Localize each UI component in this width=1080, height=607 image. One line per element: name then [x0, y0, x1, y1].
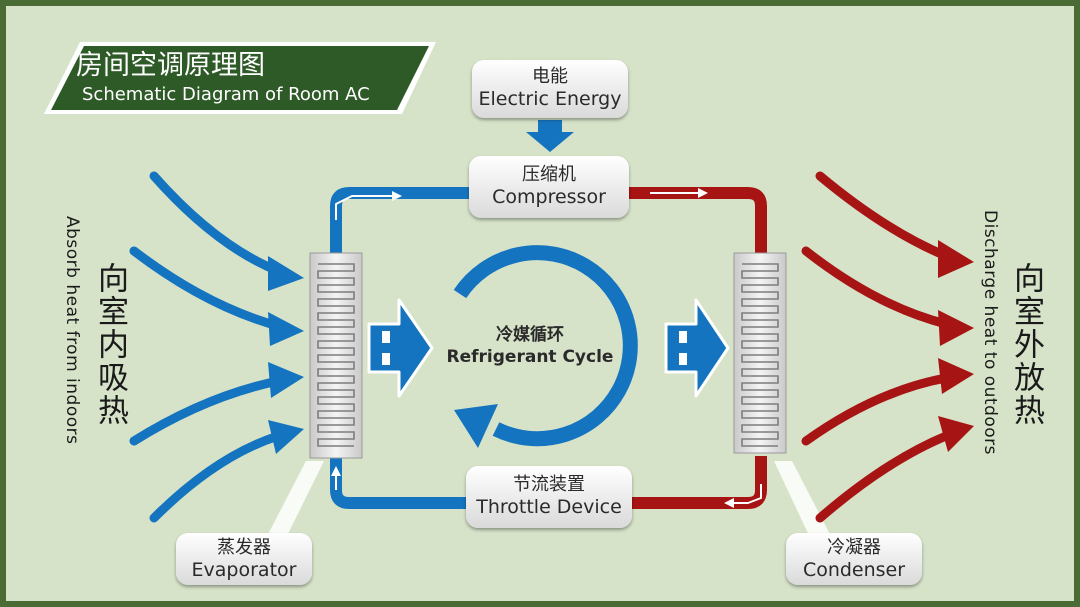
condenser-box: 冷凝器 Condenser [786, 533, 922, 585]
indoor-arrow-3 [129, 376, 283, 446]
indoor-label-cn: 向室内吸热 [92, 262, 128, 427]
outdoor-heat-arrows [801, 171, 951, 523]
indoor-heat-arrows [129, 171, 283, 523]
condenser-label-en: Condenser [802, 559, 906, 581]
evaporator-label-en: Evaporator [191, 559, 297, 581]
outdoor-label-cn: 向室外放热 [1008, 262, 1044, 427]
evaporator-box: 蒸发器 Evaporator [176, 533, 312, 585]
throttle-label-en: Throttle Device [476, 496, 622, 518]
outdoor-arrowheads [938, 240, 974, 452]
flow-arrow-bottom-right [732, 484, 762, 504]
compressor-label-cn: 压缩机 [522, 164, 576, 185]
evaporator-label-cn: 蒸发器 [217, 537, 271, 558]
evaporator-pointer [262, 461, 324, 546]
refrigerant-cycle-arrow-icon [453, 245, 638, 448]
page-subtitle: Schematic Diagram of Room AC [82, 84, 370, 105]
compressor-box: 压缩机 Compressor [469, 156, 629, 218]
throttle-label-cn: 节流装置 [513, 474, 585, 495]
outdoor-arrow-2 [801, 246, 951, 329]
electric-energy-label-cn: 电能 [532, 66, 568, 87]
refrigerant-cycle-label: 冷媒循环 Refrigerant Cycle [432, 324, 628, 368]
compressor-label-en: Compressor [492, 186, 606, 208]
condenser-inflow-arrow-icon [664, 298, 730, 398]
evaporator-outflow-arrow-icon [367, 298, 434, 398]
outdoor-arrow-4 [815, 431, 951, 523]
outdoor-label-en: Discharge heat to outdoors [980, 210, 1000, 456]
title-banner [44, 42, 436, 114]
page-title: 房间空调原理图 [76, 50, 265, 81]
throttle-device-box: 节流装置 Throttle Device [466, 466, 632, 528]
condenser-pointer [774, 461, 836, 546]
electric-energy-label-en: Electric Energy [478, 88, 622, 110]
flow-arrowhead-top-right [698, 188, 708, 198]
electric-energy-box: 电能 Electric Energy [472, 60, 628, 118]
flow-arrowhead-bottom-right [724, 498, 734, 508]
condenser-coil-icon [733, 252, 787, 454]
refrigerant-cycle-label-cn: 冷媒循环 [496, 325, 564, 345]
outdoor-arrow-3 [801, 373, 951, 446]
refrigerant-cycle-label-en: Refrigerant Cycle [446, 347, 614, 367]
indoor-arrow-1 [149, 171, 283, 276]
diagram-artwork [44, 42, 974, 546]
outdoor-arrow-1 [815, 171, 951, 261]
condenser-label-cn: 冷凝器 [827, 537, 881, 558]
indoor-arrow-2 [129, 246, 283, 331]
flow-arrowhead-bottom-left [331, 466, 341, 476]
evaporator-coil-icon [309, 252, 363, 459]
flow-arrow-up-left [335, 195, 398, 220]
flow-arrowhead-left-top [392, 191, 402, 201]
energy-arrow-icon [526, 120, 574, 152]
indoor-arrow-4 [149, 431, 283, 523]
indoor-arrowheads [268, 256, 304, 454]
indoor-label-en: Absorb heat from indoors [62, 216, 82, 445]
